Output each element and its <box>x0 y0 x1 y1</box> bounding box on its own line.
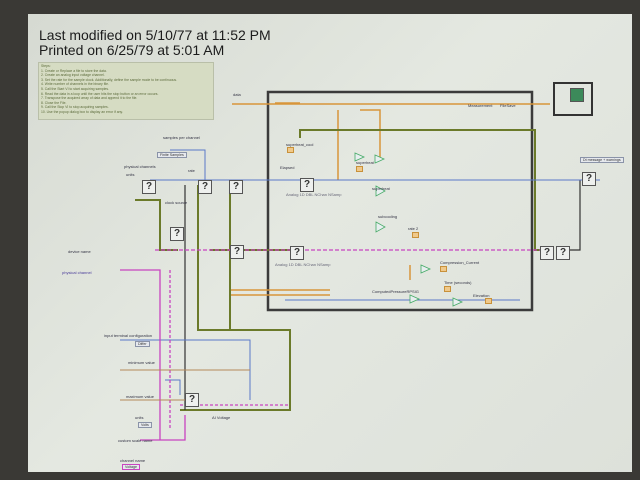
note-step: 9. Call the Stop VI to stop acquiring sa… <box>41 105 109 110</box>
daqmx-read-vi[interactable]: ? <box>300 178 314 192</box>
last-modified-text: Last modified on 5/10/77 at 11:52 PM <box>39 27 271 43</box>
superheat-label-2: superheat <box>372 186 390 191</box>
numeric-constant <box>444 286 451 292</box>
computed-pressure-label: ComputedPressureRPSIG <box>372 289 419 294</box>
rate-2-label: rate 2 <box>408 226 419 231</box>
ai-voltage-vi[interactable]: ? <box>185 393 199 407</box>
numeric-constant <box>356 166 363 172</box>
physical-channel-label: physical channel <box>62 270 92 275</box>
open-file-vi[interactable]: ? <box>230 245 244 259</box>
note-step: 4. Write number of channels in the binar… <box>41 82 109 87</box>
note-step: 7. Transpose the acquired array of data … <box>41 96 138 101</box>
maximum-value-label: maximum value <box>126 394 155 399</box>
notes-title: Steps: <box>41 64 51 68</box>
daqmx-timing-vi[interactable]: ? <box>198 180 212 194</box>
data-label: data <box>233 92 241 97</box>
filesave-label: FileSave <box>500 103 516 108</box>
numeric-constant <box>485 298 492 304</box>
daqmx-clear-vi[interactable]: ? <box>556 246 570 260</box>
voltage-constant[interactable]: Voltage <box>122 464 140 470</box>
numeric-constant <box>412 232 419 238</box>
ai-voltage-label: AI Voltage <box>212 415 231 420</box>
volts-constant[interactable]: Volts <box>138 422 152 428</box>
printed-text: Printed on 6/25/79 at 5:01 AM <box>39 42 225 58</box>
compression-current-label: Compression_Current <box>440 260 480 265</box>
device-name-label: device name <box>68 249 91 254</box>
analog-read-mode-2: Analog 1D DBL NChan NSamp <box>275 262 331 267</box>
steps-comment: Steps: 1. Create or Replace a file to st… <box>38 62 214 120</box>
note-step: 2. Create an analog input voltage channe… <box>41 73 105 78</box>
numeric-constant <box>287 147 294 153</box>
rate-label: rate <box>188 168 195 173</box>
minimum-value-label: minimum value <box>128 360 155 365</box>
while-loop-frame <box>266 90 534 312</box>
elapsed-label: Elapsed <box>280 165 295 170</box>
channel-name-label: channel name <box>120 458 146 463</box>
custom-scale-name-label: custom scale name <box>118 438 153 443</box>
time-seconds-label: Time (seconds) <box>444 280 472 285</box>
note-step: 10. Use the popup dialog box to display … <box>41 109 123 114</box>
note-step: 3. Set the rate for the sample clock. Ad… <box>41 77 178 82</box>
elevation-label: Elevation <box>473 293 490 298</box>
error-message-constant[interactable]: Dt message + warnings <box>580 157 624 163</box>
analog-read-mode-1: Analog 1D DBL NChan NSamp <box>286 192 342 197</box>
superheat-label: superheat <box>356 160 374 165</box>
input-terminal-config-label: input terminal configuration <box>104 333 153 338</box>
note-step: 1. Create or Replace a file to store the… <box>41 68 107 73</box>
daqmx-read-vi-2[interactable]: ? <box>290 246 304 260</box>
clock-source-label: clock source <box>165 200 188 205</box>
sample-mode-constant[interactable]: Finite Samples <box>157 152 187 158</box>
subcooling-label: subcooling <box>378 214 398 219</box>
note-step: 8. Close the File. <box>41 100 67 105</box>
units-label: units <box>126 172 135 177</box>
close-file-vi[interactable]: ? <box>582 172 596 186</box>
note-step: 5. Call the Start VI to start acquiring … <box>41 86 110 91</box>
case-structure-frame <box>553 82 593 116</box>
daqmx-vi[interactable]: ? <box>170 227 184 241</box>
daqmx-create-channel-vi[interactable]: ? <box>142 180 156 194</box>
note-step: 6. Read the data in a loop until the use… <box>41 91 159 96</box>
terminal-config-constant[interactable]: Differ <box>135 341 150 347</box>
superheat-cool-label: superheat_cool <box>286 142 314 147</box>
daqmx-stop-vi[interactable]: ? <box>540 246 554 260</box>
physical-channels-label: physical channels <box>124 164 156 169</box>
units-label-2: units <box>135 415 144 420</box>
daqmx-start-vi[interactable]: ? <box>229 180 243 194</box>
numeric-constant <box>440 266 447 272</box>
samples-per-channel-label: samples per channel <box>163 135 200 140</box>
measurement-label: Measurement <box>468 103 493 108</box>
chart-indicator-icon <box>570 88 584 102</box>
